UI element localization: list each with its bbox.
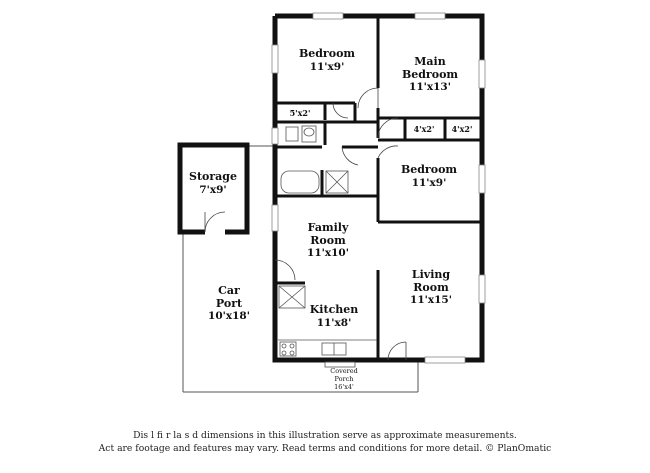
disclaimer-line-2: Act are footage and features may vary. R… bbox=[98, 443, 552, 454]
car-port-label: Car Port 10'x18' bbox=[208, 284, 250, 323]
kitchen-name: Kitchen bbox=[309, 303, 359, 316]
bathroom-fixtures bbox=[280, 125, 349, 194]
doors bbox=[274, 87, 407, 361]
disclaimer-line-1: Dis l fi r la s d dimensions in this ill… bbox=[133, 430, 517, 441]
bedroom-top-name: Bedroom bbox=[298, 47, 356, 60]
car-port-name-2: Port bbox=[215, 296, 243, 310]
exterior-walls bbox=[272, 13, 485, 363]
covered-porch-name-2: Porch bbox=[334, 374, 354, 383]
bedroom-right-name: Bedroom bbox=[400, 163, 458, 176]
main-bedroom-label: Main Bedroom 11'x13' bbox=[401, 55, 459, 94]
closet-a-label: 5'x2' bbox=[289, 108, 311, 118]
covered-porch-name-1: Covered bbox=[330, 367, 358, 375]
storage-name: Storage bbox=[189, 170, 237, 183]
main-bedroom-name-2: Bedroom bbox=[401, 67, 459, 81]
main-bedroom-dims: 11'x13' bbox=[409, 81, 451, 94]
bedroom-top-label: Bedroom 11'x9' bbox=[298, 47, 356, 73]
family-room-name-1: Family bbox=[307, 221, 349, 234]
living-room-name-1: Living bbox=[411, 268, 451, 281]
kitchen-fixtures bbox=[278, 285, 377, 357]
porch-steps bbox=[324, 361, 356, 368]
bedroom-right-dims: 11'x9' bbox=[411, 176, 447, 189]
storage-label: Storage 7'x9' bbox=[189, 170, 237, 196]
car-port-name-1: Car bbox=[218, 284, 240, 297]
covered-porch-dims: 16'x4' bbox=[334, 382, 354, 391]
bedroom-right-label: Bedroom 11'x9' bbox=[400, 163, 458, 189]
living-room-name-2: Room bbox=[413, 280, 449, 294]
bedroom-top-dims: 11'x9' bbox=[309, 60, 345, 73]
closet-b-label: 4'x2' bbox=[413, 124, 435, 134]
storage-walls bbox=[177, 142, 250, 236]
main-bedroom-name-1: Main bbox=[414, 55, 446, 68]
windows bbox=[271, 12, 486, 364]
kitchen-label: Kitchen 11'x8' bbox=[309, 303, 359, 329]
kitchen-dims: 11'x8' bbox=[316, 316, 352, 329]
family-room-name-2: Room bbox=[310, 233, 346, 247]
living-room-dims: 11'x15' bbox=[410, 294, 452, 307]
family-room-label: Family Room 11'x10' bbox=[307, 221, 349, 260]
car-port-dims: 10'x18' bbox=[208, 310, 250, 323]
closet-c-label: 4'x2' bbox=[451, 124, 473, 134]
family-room-dims: 11'x10' bbox=[307, 247, 349, 260]
living-room-label: Living Room 11'x15' bbox=[410, 268, 452, 307]
covered-porch-label: Covered Porch 16'x4' bbox=[330, 367, 358, 391]
storage-dims: 7'x9' bbox=[199, 183, 227, 196]
